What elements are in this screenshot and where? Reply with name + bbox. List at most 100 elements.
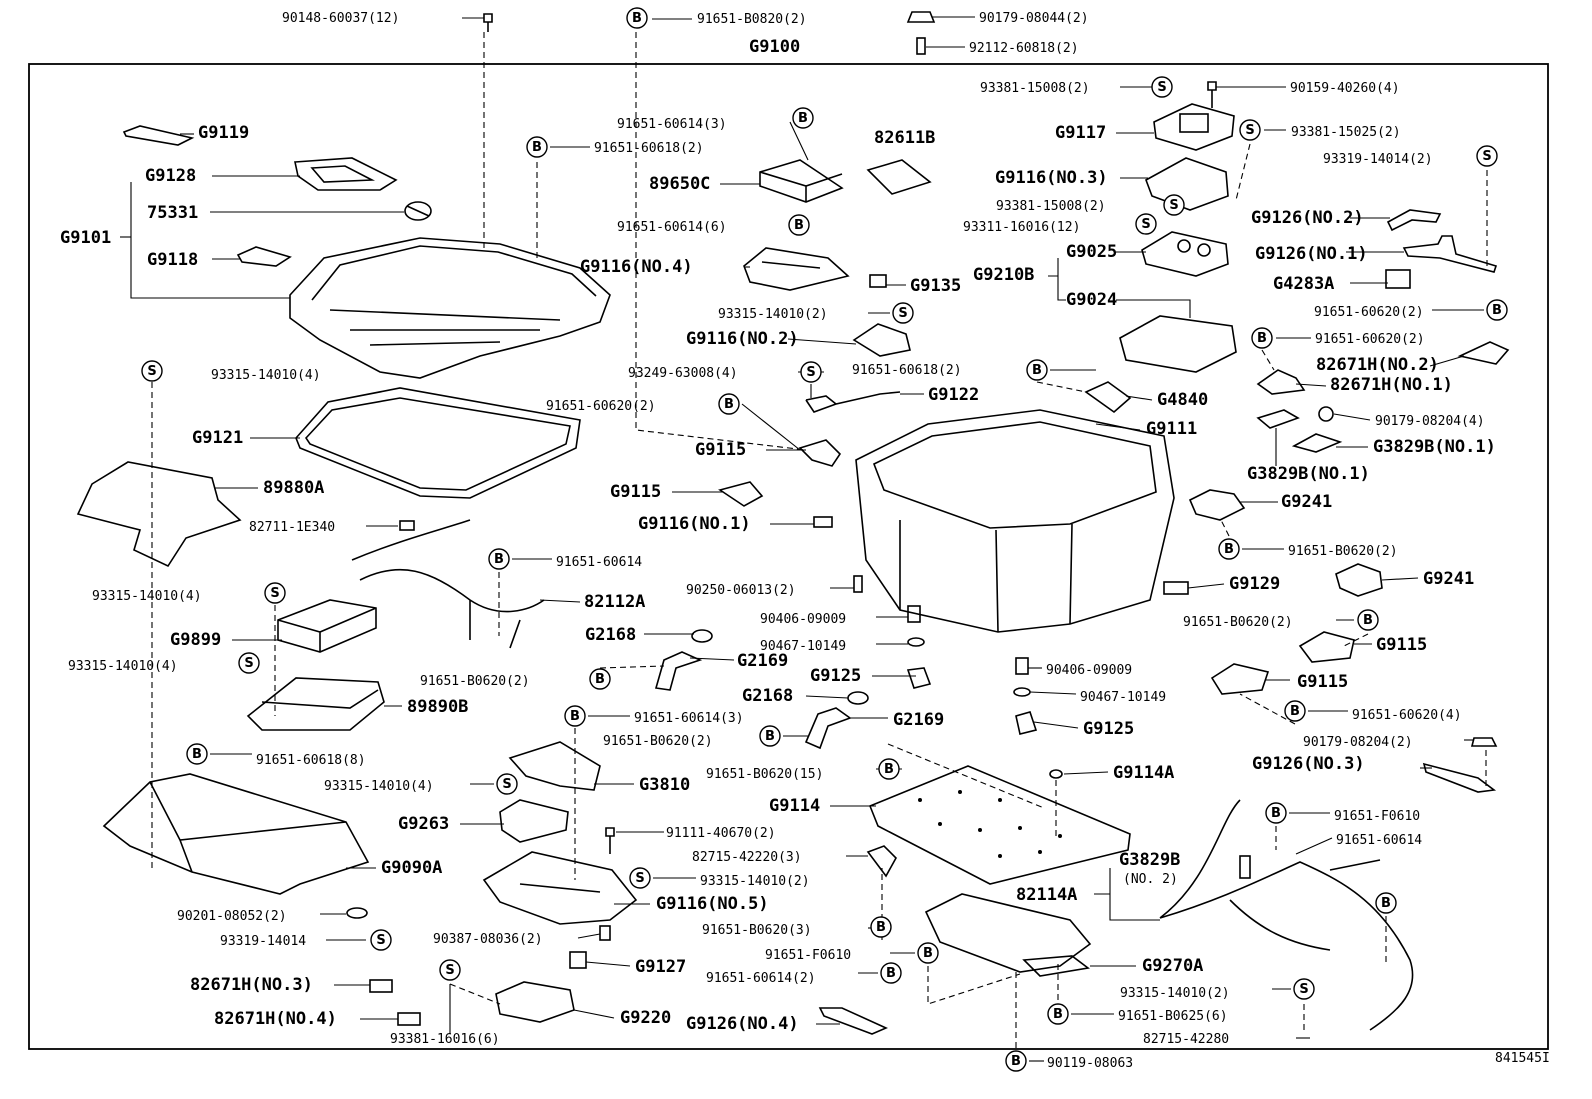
part-g9126-no2 — [1386, 209, 1442, 232]
callout-label: 90159-40260(4) — [1290, 81, 1400, 96]
callout-label: G9126(NO.2) — [1251, 208, 1364, 228]
callout-label: 82671H(NO.4) — [214, 1009, 337, 1029]
callout-label: G9122 — [928, 385, 979, 405]
callout-label: (NO. 2) — [1123, 872, 1178, 887]
callout-label: G2168 — [585, 625, 636, 645]
callout-marker-s: S — [1293, 978, 1315, 1000]
callout-label: G9116(NO.2) — [686, 329, 799, 349]
callout-label: 90179-08204(2) — [1303, 735, 1413, 750]
callout-marker-s: S — [141, 360, 163, 382]
part-g3810 — [508, 741, 601, 791]
callout-label: G9210B — [973, 265, 1034, 285]
callout-label: 82114A — [1016, 885, 1077, 905]
svg-text:B: B — [886, 966, 896, 981]
part-g9126-no1 — [1402, 235, 1498, 273]
callout-label: G9128 — [145, 166, 196, 186]
callout-label: 91111-40670(2) — [666, 826, 776, 841]
callout-label: 91651-60614(3) — [617, 117, 727, 132]
callout-label: 93315-14010(2) — [718, 307, 828, 322]
svg-text:B: B — [884, 762, 894, 777]
callout-label: 91651-60614 — [556, 555, 642, 570]
callout-marker-b: B — [1486, 299, 1508, 321]
svg-text:S: S — [898, 306, 907, 321]
svg-text:B: B — [1011, 1054, 1021, 1069]
callout-label: 90201-08052(2) — [177, 909, 287, 924]
svg-text:B: B — [1224, 542, 1234, 557]
callout-label: G9090A — [381, 858, 442, 878]
svg-text:S: S — [376, 933, 385, 948]
callout-label: 93315-14010(4) — [92, 589, 202, 604]
part-g9129 — [1163, 581, 1189, 595]
callout-marker-b: B — [1218, 538, 1240, 560]
svg-text:S: S — [445, 963, 454, 978]
part-g3829b-no1-a — [1256, 409, 1300, 429]
part-g9126-no3 — [1422, 762, 1497, 793]
part-g9090a — [102, 773, 370, 895]
svg-text:B: B — [1381, 896, 1391, 911]
callout-label: 91651-60618(8) — [256, 753, 366, 768]
svg-text:B: B — [1053, 1007, 1063, 1022]
callout-label: 93315-14010(4) — [68, 659, 178, 674]
callout-label: G4283A — [1273, 274, 1334, 294]
callout-label: G9115 — [1297, 672, 1348, 692]
part-g9116-no2 — [852, 323, 911, 357]
callout-label: G9116(NO.1) — [638, 514, 751, 534]
part-g9115-a — [798, 439, 842, 467]
callout-label: G9125 — [810, 666, 861, 686]
svg-text:B: B — [595, 672, 605, 687]
svg-text:S: S — [635, 871, 644, 886]
svg-text:S: S — [1141, 217, 1150, 232]
callout-label: 90179-08204(4) — [1375, 414, 1485, 429]
part-g9101-cover — [289, 237, 611, 379]
svg-text:S: S — [244, 656, 253, 671]
callout-marker-b: B — [917, 942, 939, 964]
callout-marker-s: S — [629, 867, 651, 889]
callout-label: G9115 — [695, 440, 746, 460]
callout-marker-b: B — [1026, 359, 1048, 381]
callout-marker-b: B — [788, 214, 810, 236]
callout-label: 91651-60614(6) — [617, 220, 727, 235]
part-g9118 — [236, 246, 292, 267]
callout-label: G9121 — [192, 428, 243, 448]
callout-label: 91651-B0620(3) — [702, 923, 812, 938]
callout-label: 91651-60614(2) — [706, 971, 816, 986]
callout-label: G9126(NO.1) — [1255, 244, 1368, 264]
part-g9899 — [277, 599, 377, 653]
callout-label: 90406-09009 — [760, 612, 846, 627]
svg-text:B: B — [798, 111, 808, 126]
part-g9135 — [869, 274, 887, 288]
callout-label: 89650C — [649, 174, 710, 194]
callout-label: G9129 — [1229, 574, 1280, 594]
part-g9241-a — [1188, 489, 1246, 521]
part-g9116-no4 — [743, 247, 850, 291]
svg-text:S: S — [1157, 80, 1166, 95]
part-89890b — [246, 677, 385, 731]
part-82611b — [866, 159, 932, 195]
callout-label: G9126(NO.3) — [1252, 754, 1365, 774]
svg-text:B: B — [923, 946, 933, 961]
part-g9126-no4 — [818, 1007, 888, 1035]
callout-label: 93381-15025(2) — [1291, 125, 1401, 140]
callout-marker-b: B — [759, 725, 781, 747]
svg-text:B: B — [724, 397, 734, 412]
part-g9121 — [295, 387, 581, 499]
callout-marker-b: B — [526, 136, 548, 158]
callout-label: 91651-60614(3) — [634, 711, 744, 726]
callout-marker-s: S — [1163, 194, 1185, 216]
callout-label: G9116(NO.4) — [580, 257, 693, 277]
part-82671h-no4 — [397, 1012, 421, 1026]
callout-marker-b: B — [626, 7, 648, 29]
callout-label: 90148-60037(12) — [282, 11, 399, 26]
part-g2169-a — [654, 651, 703, 691]
callout-label: 91651-60620(2) — [1315, 332, 1425, 347]
callout-label: 93315-14010(2) — [1120, 986, 1230, 1001]
callout-label: 93249-63008(4) — [628, 366, 738, 381]
part-82112a — [351, 519, 545, 649]
callout-label: G9115 — [610, 482, 661, 502]
callout-label: G9115 — [1376, 635, 1427, 655]
part-82671h-no1 — [1256, 369, 1306, 395]
callout-label: G4840 — [1157, 390, 1208, 410]
part-g9115-c — [1298, 631, 1355, 663]
svg-text:S: S — [502, 777, 511, 792]
